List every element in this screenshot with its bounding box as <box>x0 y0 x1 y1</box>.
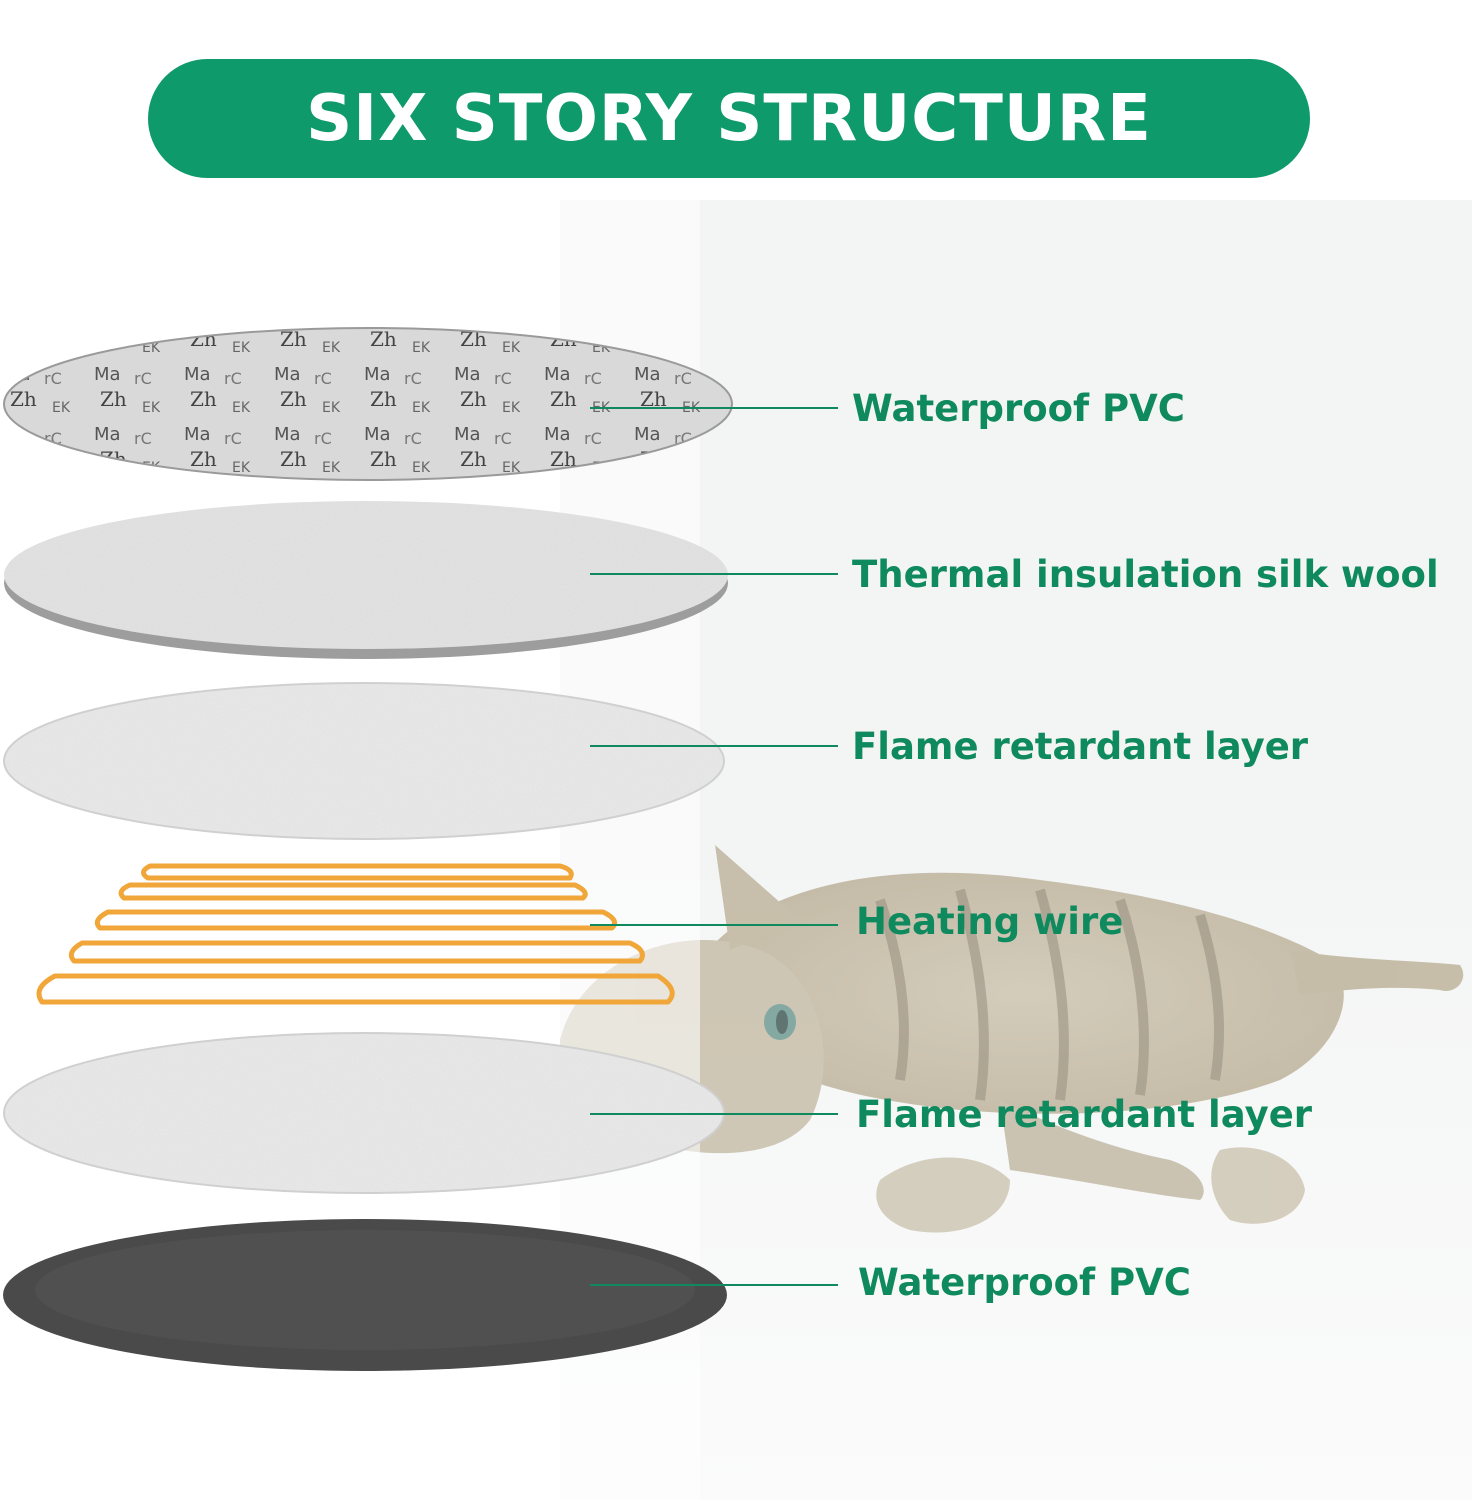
label-thermal-insulation: Thermal insulation silk wool <box>852 553 1439 596</box>
layer-waterproof-pvc-top <box>3 327 733 481</box>
page-title: SIX STORY STRUCTURE <box>306 81 1152 156</box>
label-waterproof-pvc-top: Waterproof PVC <box>852 387 1185 430</box>
leader-lines <box>590 407 838 1286</box>
label-flame-retardant-2: Flame retardant layer <box>856 1093 1313 1136</box>
layer-flame-retardant-1 <box>3 682 725 840</box>
label-heating-wire: Heating wire <box>856 900 1124 943</box>
layer-heating-wire <box>36 863 675 1005</box>
label-flame-retardant-1: Flame retardant layer <box>852 725 1309 768</box>
label-waterproof-pvc-bottom: Waterproof PVC <box>858 1261 1191 1304</box>
title-banner: SIX STORY STRUCTURE <box>148 59 1310 178</box>
layer-waterproof-pvc-bottom <box>3 1219 727 1371</box>
layer-thermal-insulation <box>4 501 728 659</box>
